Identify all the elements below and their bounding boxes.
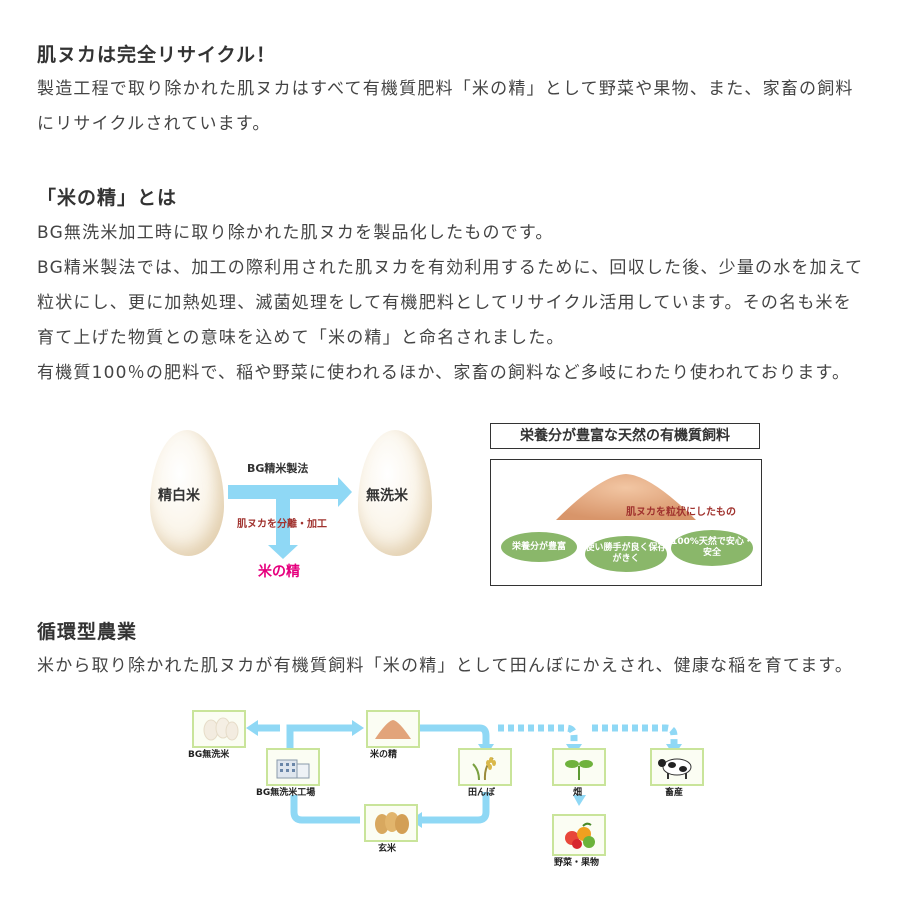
tile-livestock [650,748,704,786]
section-heading-recycle: 肌ヌカは完全リサイクル！ [37,44,277,66]
brown-rice-icon [375,812,409,834]
label-bg-rice: BG無洗米 [188,750,230,760]
feed-panel: 肌ヌカを粒状にしたもの 栄養分が豊富 使い勝手が良く保存がきく 100%天然で安… [490,459,762,586]
nuka-separation-label: 肌ヌカを分離・加工 [237,519,327,530]
milling-diagram: 精白米 無洗米 BG精米製法 肌ヌカを分離・加工 米の精 [140,425,440,585]
tile-bg-rice [192,710,246,748]
komenosei-result-label: 米の精 [258,564,300,580]
oval-natural-safe: 100%天然で安心・安全 [671,530,753,566]
section-text-recycle: 製造工程で取り除かれた肌ヌカはすべて有機質肥料「米の精」として野菜や果物、また、… [37,79,854,134]
label-komenosei: 米の精 [370,750,398,760]
label-paddy: 田んぼ [468,788,496,798]
oval-nutritious: 栄養分が豊富 [501,532,577,562]
label-vegetables: 野菜・果物 [554,858,600,868]
washfree-rice-grain-icon [358,430,432,556]
cow-icon [658,758,692,779]
label-factory: BG無洗米工場 [256,788,316,798]
vegetables-icon [565,822,595,849]
panel-title: 栄養分が豊富な天然の有機質飼料 [490,423,760,449]
tile-komenosei [366,710,420,748]
sprout-icon [565,760,593,780]
polished-rice-label: 精白米 [158,488,200,504]
pile-label: 肌ヌカを粒状にしたもの [626,507,736,518]
label-field: 畑 [573,788,583,798]
rice-plant-icon [472,757,496,780]
label-livestock: 畜産 [665,788,684,798]
nuka-pile-small-icon [375,720,411,739]
section-text-circular: 米から取り除かれた肌ヌカが有機質飼料「米の精」として田んぼにかえされ、健康な稲を… [37,656,854,676]
bg-milling-label: BG精米製法 [247,462,309,475]
section-body-komenosei: BG無洗米加工時に取り除かれた肌ヌカを製品化したものです。 BG精米製法では、加… [37,216,867,391]
tile-vegetables [552,814,606,856]
section-heading-komenosei: 「米の精」とは [37,187,178,209]
washfree-rice-label: 無洗米 [366,488,408,504]
tile-factory [266,748,320,786]
label-brown-rice: 玄米 [378,844,397,854]
tile-paddy [458,748,512,786]
milling-arrows-icon [228,477,352,559]
rice-grains-icon [203,717,239,741]
tile-field [552,748,606,786]
paragraph-3: 有機質100％の肥料で、稲や野菜に使われるほか、家畜の飼料など多岐にわたり使われ… [37,363,851,383]
tile-brown-rice [364,804,418,842]
oval-easy-storage: 使い勝手が良く保存がきく [585,536,667,572]
paragraph-1: BG無洗米加工時に取り除かれた肌ヌカを製品化したものです。 [37,223,554,243]
factory-icon [276,759,310,779]
section-heading-circular: 循環型農業 [37,621,138,643]
nuka-pile-icon [556,474,696,520]
polished-rice-grain-icon [150,430,224,556]
cycle-diagram: BG無洗米 BG無洗米工場 米の精 田んぼ [180,700,720,880]
paragraph-2: BG精米製法では、加工の際利用された肌ヌカを有効利用するために、回収した後、少量… [37,258,864,348]
